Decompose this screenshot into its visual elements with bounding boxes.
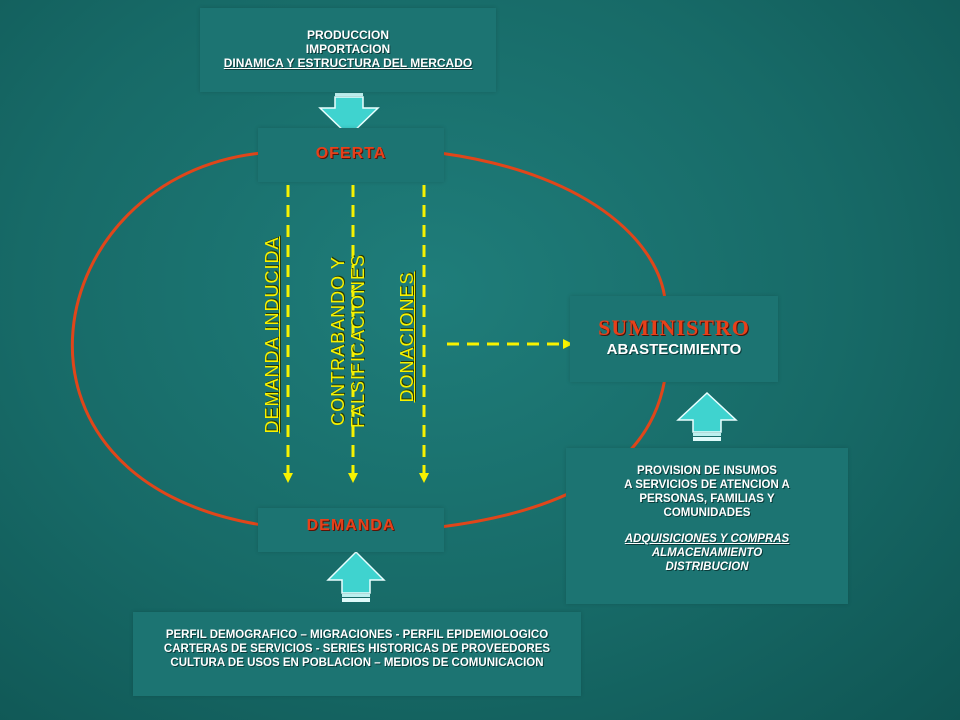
top-context-box: PRODUCCION IMPORTACION DINAMICA Y ESTRUC… bbox=[200, 8, 496, 92]
cycle-ellipse-right bbox=[439, 151, 667, 301]
provision-italic-2: ALMACENAMIENTO bbox=[651, 547, 763, 559]
label-demanda-inducida: DEMANDA INDUCIDA bbox=[262, 236, 282, 434]
provision-italic-3: DISTRIBUCION bbox=[665, 561, 749, 573]
label-contrabando-line1: CONTRABANDO Y bbox=[328, 256, 348, 426]
suministro-title: SUMINISTRO bbox=[598, 315, 750, 340]
block-arrow-up-suministro-icon bbox=[676, 391, 738, 441]
top-line-2: IMPORTACION bbox=[305, 42, 391, 56]
demanda-box: DEMANDA bbox=[258, 508, 444, 552]
label-contrabando: CONTRABANDO Y FALSIFICACIONES bbox=[328, 241, 372, 441]
bottom-context-box: PERFIL DEMOGRAFICO – MIGRACIONES - PERFI… bbox=[133, 612, 581, 696]
bottom-line-2: CARTERAS DE SERVICIOS - SERIES HISTORICA… bbox=[163, 643, 551, 655]
block-arrow-up-icon bbox=[326, 550, 386, 602]
provision-line-2: A SERVICIOS DE ATENCION A bbox=[624, 479, 790, 491]
top-line-1: PRODUCCION bbox=[306, 28, 389, 42]
oferta-label: OFERTA bbox=[315, 145, 387, 162]
provision-line-3: PERSONAS, FAMILIAS Y bbox=[639, 493, 775, 505]
provision-line-4: COMUNIDADES bbox=[663, 507, 751, 519]
suministro-box: SUMINISTRO ABASTECIMIENTO bbox=[570, 296, 778, 382]
cycle-ellipse-left bbox=[70, 151, 263, 527]
label-donaciones: DONACIONES bbox=[397, 271, 417, 403]
provision-line-1: PROVISION DE INSUMOS bbox=[637, 465, 777, 477]
bottom-line-3: CULTURA DE USOS EN POBLACION – MEDIOS DE… bbox=[170, 657, 544, 669]
bottom-line-1: PERFIL DEMOGRAFICO – MIGRACIONES - PERFI… bbox=[165, 629, 549, 641]
oferta-box: OFERTA bbox=[258, 128, 444, 182]
demanda-label: DEMANDA bbox=[306, 517, 396, 534]
suministro-subtitle: ABASTECIMIENTO bbox=[606, 341, 742, 358]
top-line-3: DINAMICA Y ESTRUCTURA DEL MERCADO bbox=[223, 56, 473, 70]
label-contrabando-line2: FALSIFICACIONES bbox=[348, 253, 368, 429]
provision-box: PROVISION DE INSUMOS A SERVICIOS DE ATEN… bbox=[566, 448, 848, 604]
provision-italic-1: ADQUISICIONES Y COMPRAS bbox=[624, 533, 790, 545]
